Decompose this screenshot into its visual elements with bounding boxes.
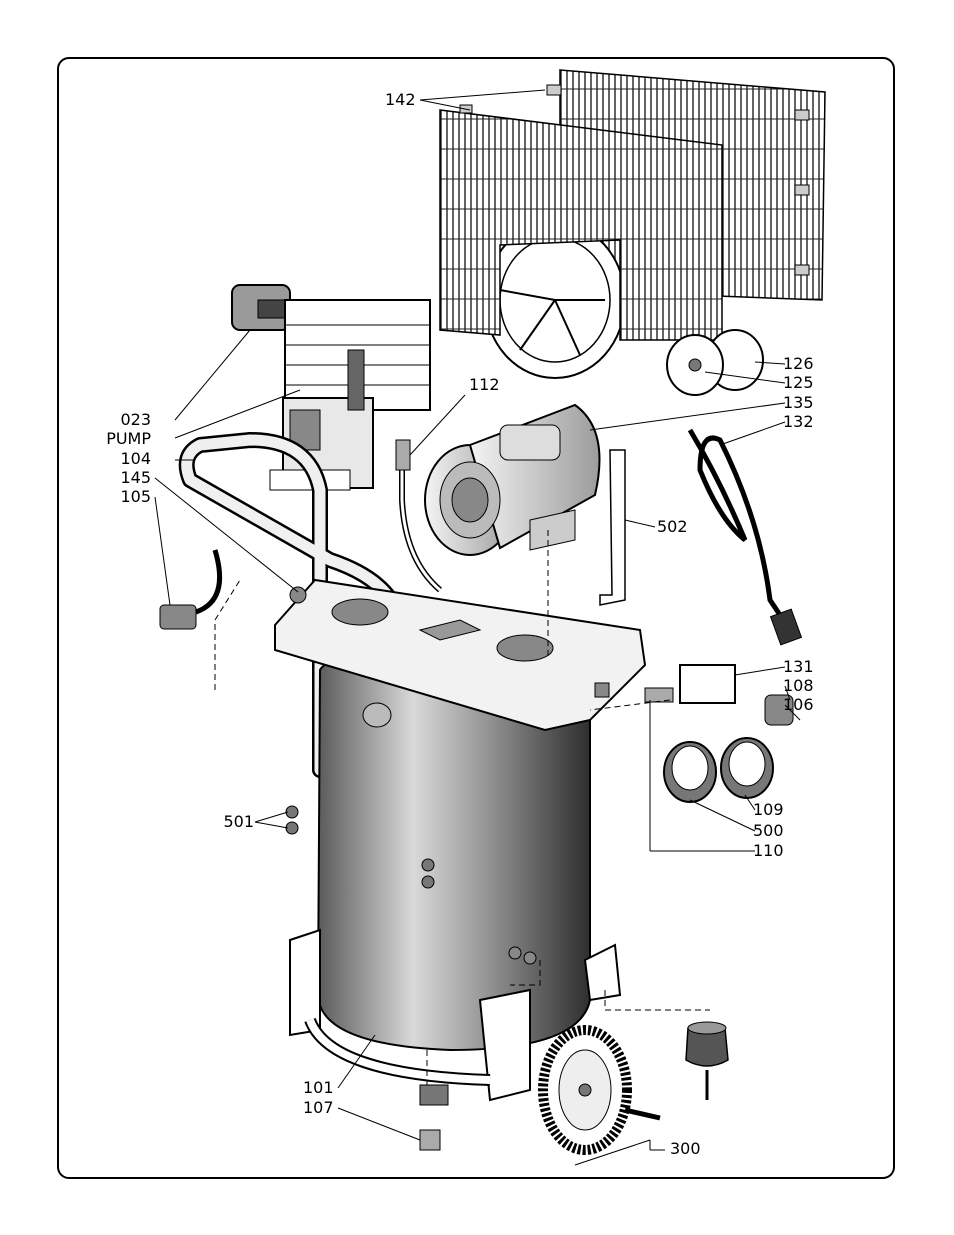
- outlet-tube: [395, 439, 442, 593]
- electric-motor: [424, 403, 601, 556]
- power-cord: [687, 428, 803, 646]
- label-110: 110: [753, 841, 784, 860]
- diagram-frame: [57, 57, 895, 1179]
- label-142: 142: [385, 90, 416, 109]
- motor-bracket: [599, 449, 626, 606]
- label-131: 131: [783, 657, 814, 676]
- label-101: 101: [303, 1078, 334, 1097]
- label-132: 132: [783, 412, 814, 431]
- label-106: 106: [783, 695, 814, 714]
- label-126: 126: [783, 354, 814, 373]
- label-502: 502: [657, 517, 688, 536]
- label-pump: PUMP: [106, 429, 151, 448]
- wheel: [538, 1025, 661, 1155]
- label-023: 023: [120, 410, 151, 429]
- label-501: 501: [223, 812, 254, 831]
- fittings: [159, 549, 610, 1151]
- label-125: 125: [783, 373, 814, 392]
- label-300: 300: [670, 1139, 701, 1158]
- explode-lines: [214, 530, 710, 1085]
- mounting-plate: [274, 578, 647, 732]
- leader-lines: [154, 89, 801, 1166]
- air-filter: [231, 284, 291, 331]
- motor-pulley: [666, 329, 764, 396]
- compressor-pump: [269, 299, 431, 491]
- label-145: 145: [120, 468, 151, 487]
- label-109: 109: [753, 800, 784, 819]
- label-104: 104: [120, 449, 151, 468]
- label-112: 112: [469, 375, 500, 394]
- label-105: 105: [120, 487, 151, 506]
- label-135: 135: [783, 393, 814, 412]
- label-500: 500: [753, 821, 784, 840]
- pressure-switch-assembly: [644, 664, 794, 803]
- label-108: 108: [783, 676, 814, 695]
- rubber-foot: [685, 1021, 729, 1100]
- base-frame: [289, 928, 622, 1102]
- label-107: 107: [303, 1098, 334, 1117]
